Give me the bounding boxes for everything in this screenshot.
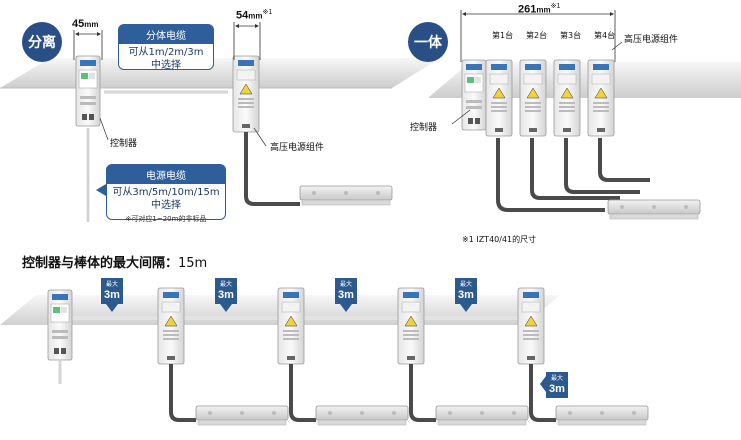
controller-width-value: 45 xyxy=(72,18,85,30)
integrated-width-mark: ※1 xyxy=(550,3,561,10)
split-cable-line1: 可从1m/2m/3m xyxy=(128,47,204,58)
integrated-width-dimension: 261mm※1 xyxy=(518,2,560,16)
integrated-hv-label: 高压电源组件 xyxy=(624,35,679,45)
controller-label: 控制器 xyxy=(110,139,138,149)
max-tag-2-value: 3m xyxy=(218,289,234,301)
power-cable-line2: 中选择 xyxy=(151,200,181,211)
hv-width-unit: mm xyxy=(248,11,263,21)
bottom-heading-value: 15m xyxy=(178,256,208,271)
max-tag-2-top: 最大 xyxy=(219,281,232,288)
max-tag-5-top: 最大 xyxy=(550,375,563,382)
max-tag-1-value: 3m xyxy=(104,289,120,301)
power-cable-pointer xyxy=(96,184,106,196)
footnote: ※1 IZT40/41的尺寸 xyxy=(462,235,537,244)
max-tag-4-value: 3m xyxy=(458,289,474,301)
max-tag-5: 最大 3m xyxy=(546,372,568,398)
split-cable-line2: 中选择 xyxy=(151,60,181,71)
unit-label-1: 第1台 xyxy=(492,31,514,40)
integrated-controller-label: 控制器 xyxy=(410,123,438,133)
bottom-heading-text: 控制器与棒体的最大间隔： xyxy=(22,256,179,271)
hv-width-dimension: 54mm※1 xyxy=(236,8,272,22)
unit-label-2: 第2台 xyxy=(526,31,548,40)
max-tag-2: 最大 3m xyxy=(215,278,237,304)
controller-width-dimension: 45mm xyxy=(72,18,98,30)
max-tag-1: 最大 3m xyxy=(101,278,123,304)
max-tag-5-value: 3m xyxy=(549,383,565,395)
power-cable-note: ※可对应1~20m的非标品 xyxy=(125,215,207,223)
max-tag-3-top: 最大 xyxy=(339,281,352,288)
split-cable-title: 分体电缆 xyxy=(119,25,213,44)
unit-label-4: 第4台 xyxy=(594,31,616,40)
max-tag-3-value: 3m xyxy=(338,289,354,301)
integrated-badge: 一体 xyxy=(408,22,448,62)
max-tag-4: 最大 3m xyxy=(455,278,477,304)
hv-unit-label: 高压电源组件 xyxy=(270,143,325,153)
power-cable-callout: 电源电缆 可从3m/5m/10m/15m 中选择 ※可对应1~20m的非标品 xyxy=(106,164,226,223)
integrated-width-unit: mm xyxy=(536,5,551,15)
integrated-width-value: 261 xyxy=(518,3,537,16)
hv-width-mark: ※1 xyxy=(262,9,273,16)
hv-width-value: 54 xyxy=(236,9,249,22)
bottom-heading: 控制器与棒体的最大间隔：15m xyxy=(22,252,207,271)
max-tag-3: 最大 3m xyxy=(335,278,357,304)
split-cable-callout: 分体电缆 可从1m/2m/3m 中选择 xyxy=(118,24,214,71)
max-tag-1-top: 最大 xyxy=(105,281,118,288)
power-cable-title: 电源电缆 xyxy=(107,165,225,184)
controller-width-unit: mm xyxy=(84,20,99,29)
power-cable-line1: 可从3m/5m/10m/15m xyxy=(112,187,220,198)
unit-label-3: 第3台 xyxy=(560,31,582,40)
max-tag-4-top: 最大 xyxy=(459,281,472,288)
separate-badge: 分离 xyxy=(22,22,62,62)
